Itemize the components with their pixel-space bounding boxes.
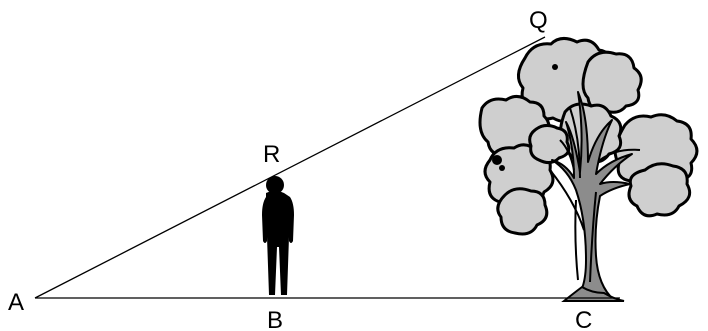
foliage-clump	[528, 123, 571, 165]
tree-trunk	[551, 91, 633, 301]
tree-icon	[478, 37, 699, 302]
point-label-b: B	[267, 307, 283, 331]
point-label-c: C	[575, 307, 592, 331]
segment-aq	[34, 36, 546, 299]
foliage-clump	[496, 187, 549, 236]
point-label-r: R	[263, 141, 280, 168]
person-silhouette-icon	[262, 176, 294, 295]
point-label-a: A	[8, 289, 24, 316]
foliage-clump	[581, 50, 643, 114]
point-label-q: Q	[529, 7, 548, 34]
foliage-clump	[627, 162, 692, 218]
